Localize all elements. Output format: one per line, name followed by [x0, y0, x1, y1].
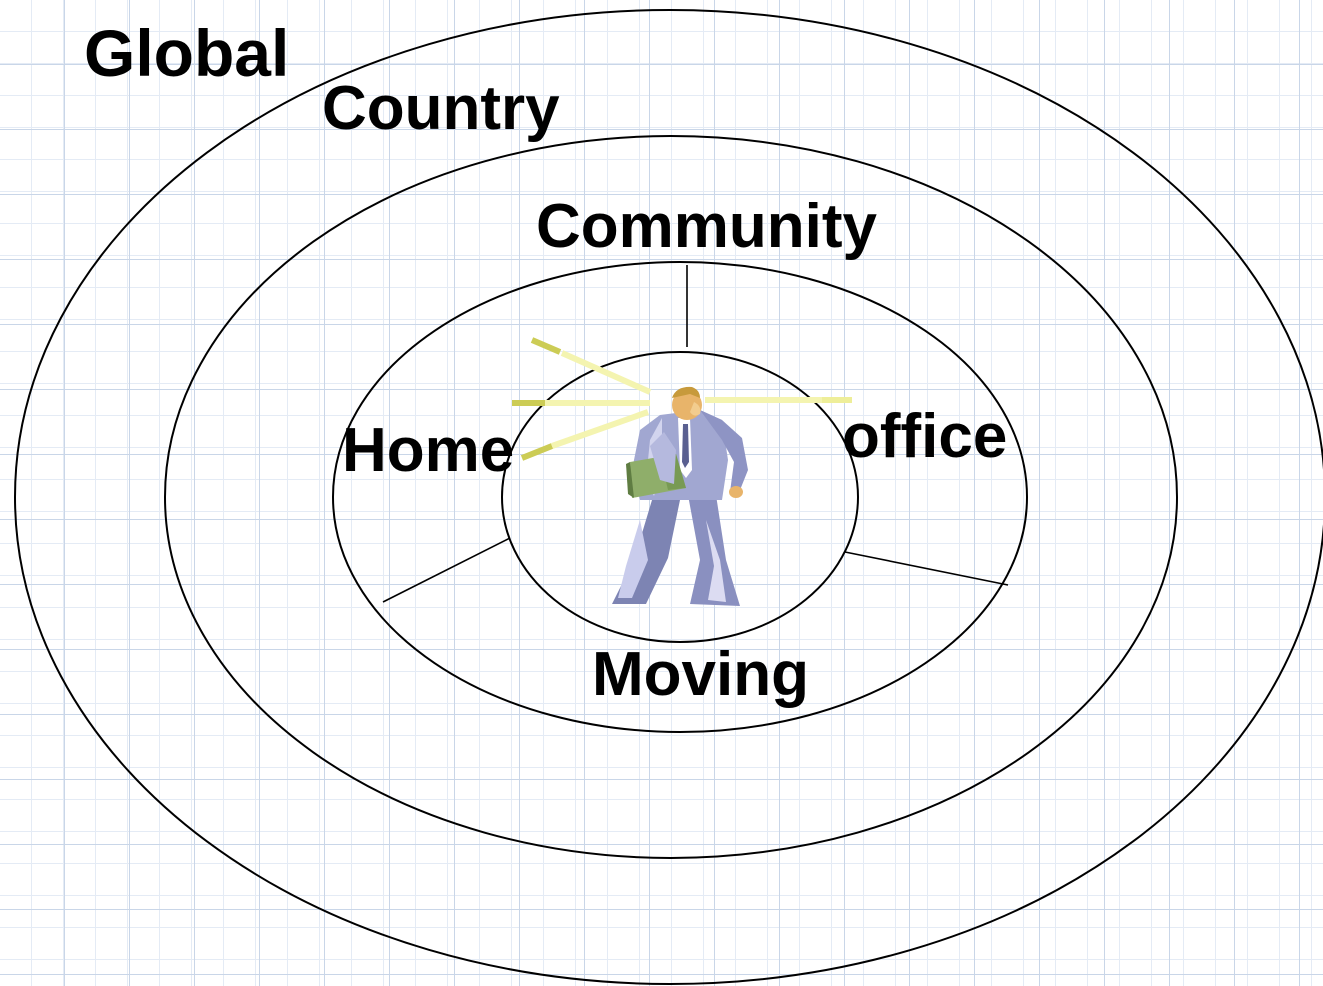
label-global: Global [84, 16, 290, 90]
label-moving: Moving [592, 640, 809, 709]
spoke-right [844, 551, 1009, 586]
label-community: Community [536, 192, 877, 261]
ring-global [14, 9, 1323, 985]
motion-rays [512, 337, 852, 461]
label-country: Country [322, 74, 560, 143]
ring-community [332, 261, 1028, 733]
label-home: Home [342, 416, 515, 485]
ring-country [164, 135, 1178, 859]
walking-businessman-icon [612, 386, 748, 606]
ring-personal [501, 351, 859, 643]
spoke-left [382, 537, 511, 603]
label-office: office [842, 402, 1008, 471]
